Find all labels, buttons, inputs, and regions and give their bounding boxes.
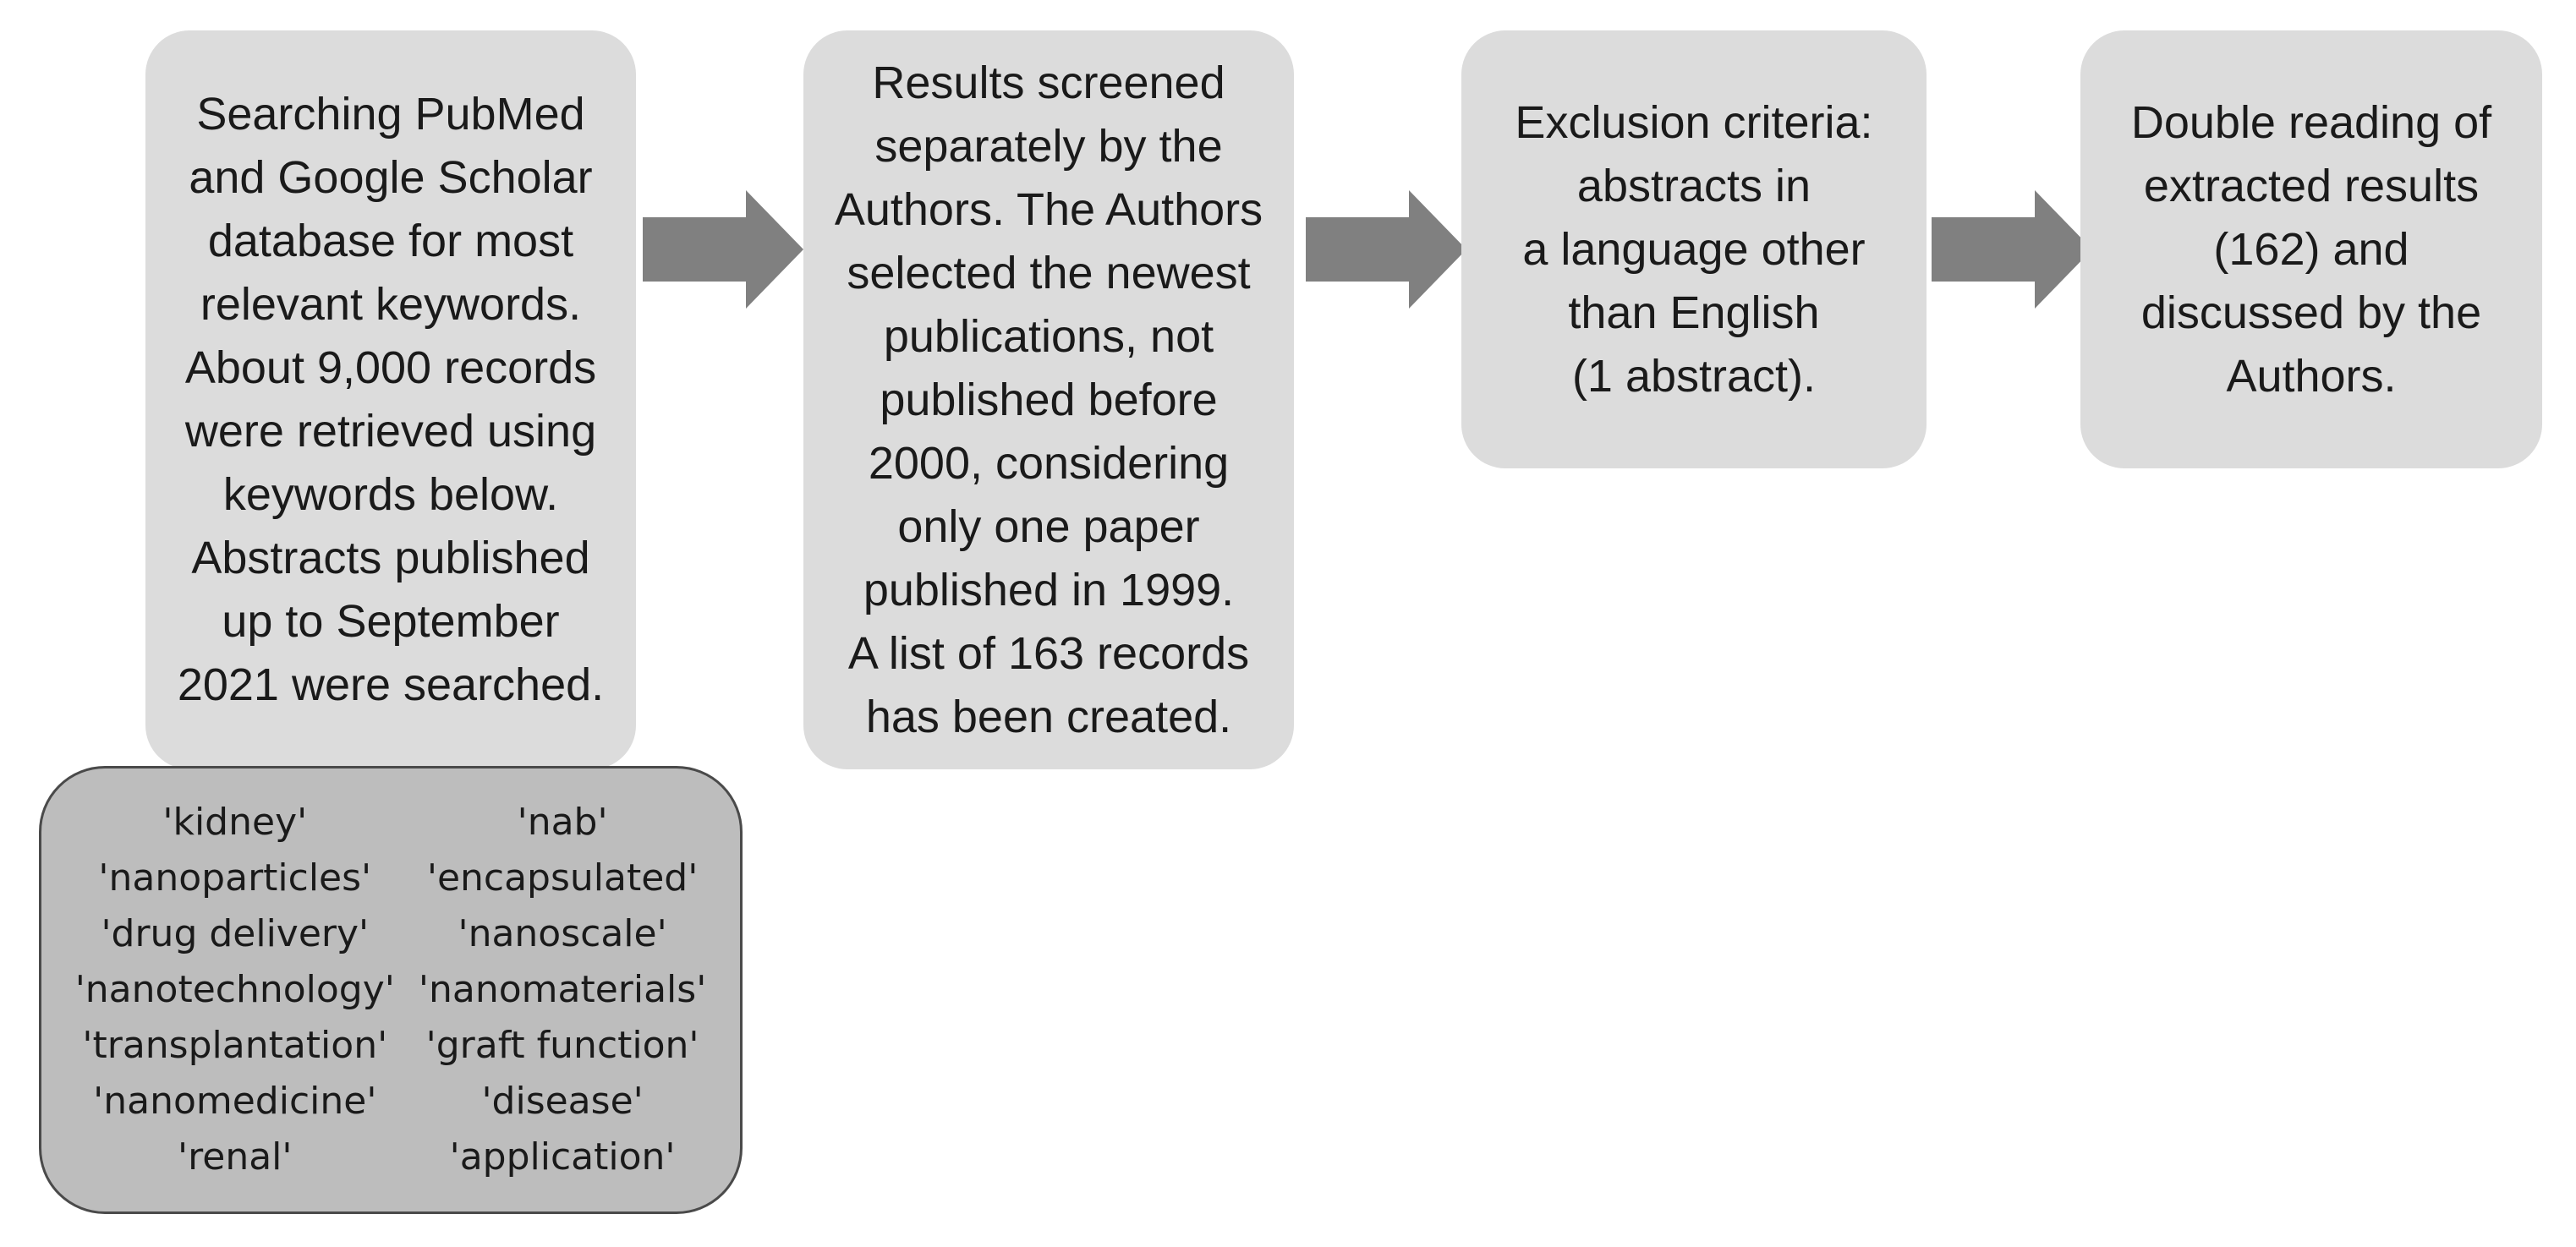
arrow-right-icon (643, 190, 803, 309)
keywords-right-column: 'nab' 'encapsulated' 'nanoscale' 'nanoma… (419, 795, 706, 1185)
step-1-search-box: Searching PubMed and Google Scholar data… (145, 30, 636, 769)
keyword-item: 'nanomedicine' (93, 1080, 377, 1123)
keyword-item: 'nanomaterials' (418, 968, 707, 1011)
keywords-box: 'kidney' 'nanoparticles' 'drug delivery'… (39, 766, 743, 1214)
step-4-double-reading-box: Double reading of extracted results (162… (2080, 30, 2542, 468)
step-1-text: Searching PubMed and Google Scholar data… (177, 89, 605, 710)
keyword-item: 'nanoscale' (458, 912, 667, 955)
step-3-exclusion-box: Exclusion criteria: abstracts in a langu… (1461, 30, 1927, 468)
step-2-screening-box: Results screened separately by the Autho… (803, 30, 1294, 769)
keyword-item: 'graft function' (425, 1024, 699, 1067)
keyword-item: 'drug delivery' (101, 912, 370, 955)
keyword-item: 'renal' (178, 1135, 293, 1179)
keyword-item: 'application' (449, 1135, 676, 1179)
keywords-left-column: 'kidney' 'nanoparticles' 'drug delivery'… (75, 795, 395, 1185)
keyword-item: 'nanoparticles' (98, 856, 372, 900)
arrow-right-icon (1306, 190, 1466, 309)
keyword-item: 'transplantation' (82, 1024, 388, 1067)
step-3-text: Exclusion criteria: abstracts in a langu… (1515, 96, 1873, 402)
arrow-right-icon (1932, 190, 2092, 309)
keyword-item: 'nanotechnology' (74, 968, 395, 1011)
step-2-text: Results screened separately by the Autho… (834, 57, 1263, 742)
keyword-item: 'nab' (517, 801, 608, 844)
keyword-item: 'encapsulated' (426, 856, 699, 900)
step-4-text: Double reading of extracted results (162… (2130, 96, 2492, 402)
keyword-item: 'kidney' (162, 801, 308, 844)
keyword-item: 'disease' (481, 1080, 644, 1123)
